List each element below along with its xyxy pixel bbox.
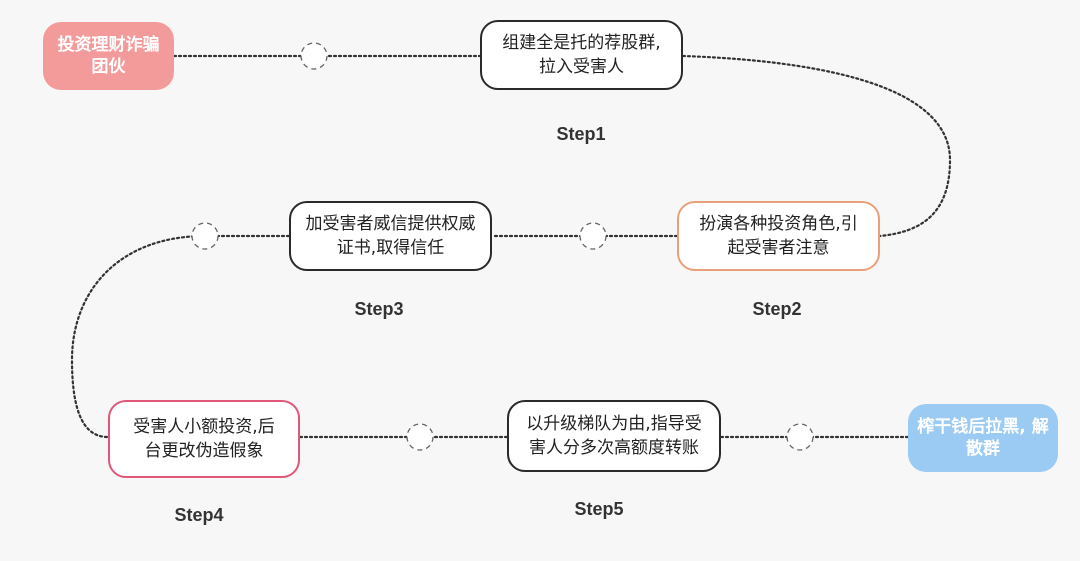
step1-label: Step1: [556, 124, 606, 144]
step3-node-line: 证书,取得信任: [336, 238, 445, 258]
step4-label: Step4: [174, 505, 224, 525]
connector-step1-to-step2: [681, 54, 952, 238]
step4-node-line: 台更改伪造假象: [144, 441, 264, 461]
step5-label: Step5: [574, 499, 624, 519]
connector-marker: [579, 222, 607, 250]
step4-node-line: 受害人小额投资,后: [133, 417, 275, 437]
start-node-fraud-group: 投资理财诈骗 团伙: [43, 22, 174, 90]
connector-step3-to-step4: [70, 234, 291, 439]
step2-label: Step2: [752, 299, 802, 319]
step5-node: 以升级梯队为由,指导受 害人分多次高额度转账: [507, 400, 721, 472]
step3-node-line: 加受害者威信提供权威: [305, 214, 476, 234]
step2-node: 扮演各种投资角色,引 起受害者注意: [677, 201, 880, 271]
step5-node-line: 害人分多次高额度转账: [529, 438, 699, 458]
end-node-line: 榨干钱后拉黑,: [917, 417, 1026, 437]
step3-node: 加受害者威信提供权威 证书,取得信任: [289, 201, 492, 271]
end-node-blacklist-disband: 榨干钱后拉黑, 解散群: [908, 404, 1058, 472]
connector-marker: [300, 42, 328, 70]
step1-node-line: 拉入受害人: [539, 57, 624, 77]
connector-marker: [191, 222, 219, 250]
step2-node-line: 扮演各种投资角色,引: [699, 214, 858, 234]
step2-node-line: 起受害者注意: [727, 238, 830, 258]
start-node-line: 团伙: [91, 57, 126, 77]
step5-node-line: 以升级梯队为由,指导受: [526, 414, 702, 434]
step1-node-line: 组建全是托的荐股群,: [502, 33, 661, 53]
step1-node: 组建全是托的荐股群, 拉入受害人: [480, 20, 683, 90]
connector-marker: [406, 423, 434, 451]
end-node-line: 解散群: [966, 417, 1049, 459]
start-node-line: 投资理财诈骗: [57, 35, 160, 55]
step3-label: Step3: [354, 299, 404, 319]
connector-marker: [786, 423, 814, 451]
step4-node: 受害人小额投资,后 台更改伪造假象: [108, 400, 300, 478]
